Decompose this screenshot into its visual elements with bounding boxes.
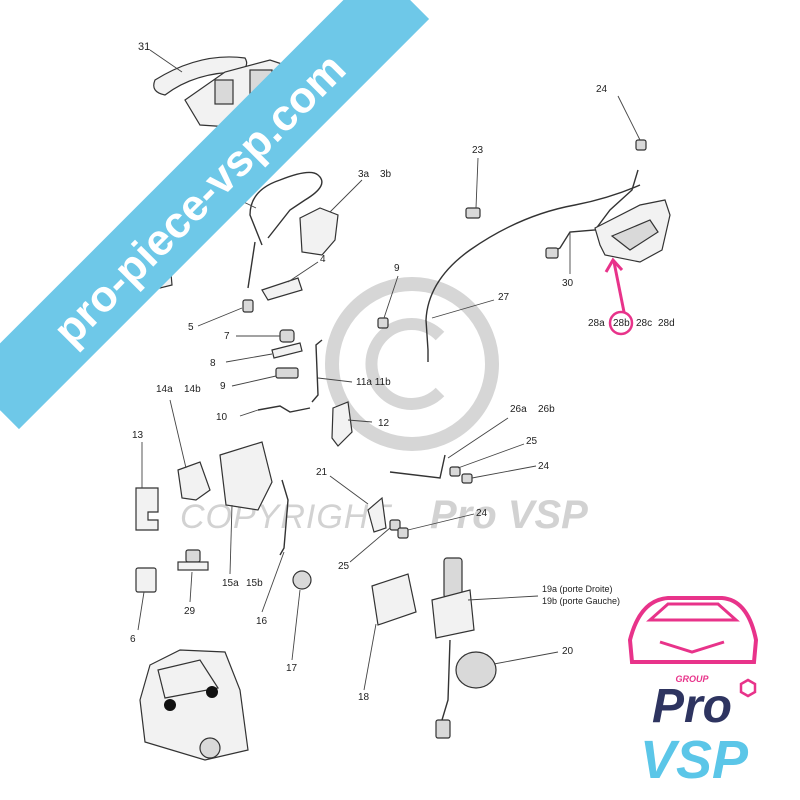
car-marker-front xyxy=(206,686,218,698)
label-8: 8 xyxy=(210,358,216,369)
label-31: 31 xyxy=(138,41,150,53)
label-28b: 28b xyxy=(613,318,630,329)
car-marker-left xyxy=(164,699,176,711)
label-20: 20 xyxy=(562,646,574,657)
copyright-c-icon xyxy=(365,318,445,410)
highlight-arrow-icon xyxy=(612,261,626,313)
label-13: 13 xyxy=(132,430,144,441)
label-25-low: 25 xyxy=(338,561,350,572)
part-bracket-18 xyxy=(371,573,417,626)
part-link-26 xyxy=(389,454,446,479)
label-21: 21 xyxy=(316,467,328,478)
part-clip-6 xyxy=(135,567,157,593)
part-25-lower xyxy=(389,519,401,531)
label-24-top: 24 xyxy=(596,84,608,95)
label-17: 17 xyxy=(286,663,298,674)
label-9-left: 9 xyxy=(220,381,226,392)
part-cable-27 xyxy=(425,184,641,351)
part-cable-2 xyxy=(247,171,323,289)
part-disc-20 xyxy=(455,651,497,689)
logo-car-grille-icon xyxy=(659,640,725,654)
label-3b: 3b xyxy=(380,169,392,180)
part-plug-17 xyxy=(292,570,312,590)
part-5 xyxy=(242,299,254,313)
label-25-mid: 25 xyxy=(526,436,538,447)
label-28c: 28c xyxy=(636,318,652,329)
logo-group-text: GROUP xyxy=(675,674,709,684)
highlight-arrowhead-icon xyxy=(604,257,624,273)
part-latch-15 xyxy=(219,441,273,511)
part-inner-handle-lever xyxy=(610,219,659,251)
label-12: 12 xyxy=(378,418,390,429)
label-23: 23 xyxy=(472,145,484,156)
label-24-mid: 24 xyxy=(538,461,550,472)
label-26a: 26a xyxy=(510,404,527,415)
part-bracket-12 xyxy=(331,401,353,447)
part-bracket-3 xyxy=(299,207,339,256)
label-19b: 19b (porte Gauche) xyxy=(542,596,620,606)
part-rod-11 xyxy=(311,339,323,403)
label-5: 5 xyxy=(188,322,194,333)
label-3a: 3a xyxy=(358,169,370,180)
part-24-upper xyxy=(461,473,473,484)
part-rod-10 xyxy=(257,405,311,413)
label-18: 18 xyxy=(358,692,370,703)
part-7 xyxy=(279,329,295,343)
part-plate-4 xyxy=(261,277,303,301)
part-24-top xyxy=(635,139,647,151)
banner-stripe xyxy=(0,0,430,430)
logo-vsp-text: VSP xyxy=(640,730,749,790)
label-6: 6 xyxy=(130,634,136,645)
label-7: 7 xyxy=(224,331,230,342)
pro-vsp-logo: GROUP Pro VSP xyxy=(627,596,759,790)
highlight-28b xyxy=(604,257,634,336)
logo-car-windshield-icon xyxy=(646,602,740,622)
highlight-circle xyxy=(608,310,634,336)
label-24-low: 24 xyxy=(476,508,488,519)
label-16: 16 xyxy=(256,616,268,627)
label-4: 4 xyxy=(320,254,326,265)
part-24-lower xyxy=(397,527,409,539)
label-11a-11b: 11a 11b xyxy=(356,377,391,388)
label-29: 29 xyxy=(184,606,196,617)
label-15b: 15b xyxy=(246,578,263,589)
part-clip-23 xyxy=(465,207,481,219)
label-15a: 15a xyxy=(222,578,239,589)
label-28a: 28a xyxy=(588,318,605,329)
part-connector-30 xyxy=(545,247,559,259)
logo-car-outline-icon xyxy=(627,596,759,664)
label-14a: 14a xyxy=(156,384,173,395)
part-lever-21 xyxy=(367,496,387,533)
part-9 xyxy=(275,367,299,379)
label-14b: 14b xyxy=(184,384,201,395)
label-30: 30 xyxy=(562,278,574,289)
logo-hex-icon xyxy=(739,678,757,698)
label-9-right: 9 xyxy=(394,263,400,274)
label-26b: 26b xyxy=(538,404,555,415)
part-8 xyxy=(271,342,303,359)
part-25-upper xyxy=(449,466,461,477)
part-bolt-29 xyxy=(177,549,209,571)
part-rod-16 xyxy=(279,479,289,556)
logo-pro-text: Pro xyxy=(652,680,732,733)
label-10: 10 xyxy=(216,412,228,423)
part-striker-14 xyxy=(177,461,211,501)
part-actuator-19 xyxy=(431,557,475,739)
label-19a: 19a (porte Droite) xyxy=(542,584,613,594)
copyright-circle-icon xyxy=(325,277,499,451)
part-clip-9-right xyxy=(377,317,389,329)
label-27: 27 xyxy=(498,292,510,303)
label-28d: 28d xyxy=(658,318,675,329)
part-gasket-13 xyxy=(135,487,159,531)
watermark-brand-text: Pro VSP xyxy=(430,493,588,537)
callout-labels: 31 1a 1b 2 3a 3b 4 5 6 7 8 9 9 10 11a 11… xyxy=(130,41,675,703)
car-thumbnail xyxy=(139,649,249,761)
